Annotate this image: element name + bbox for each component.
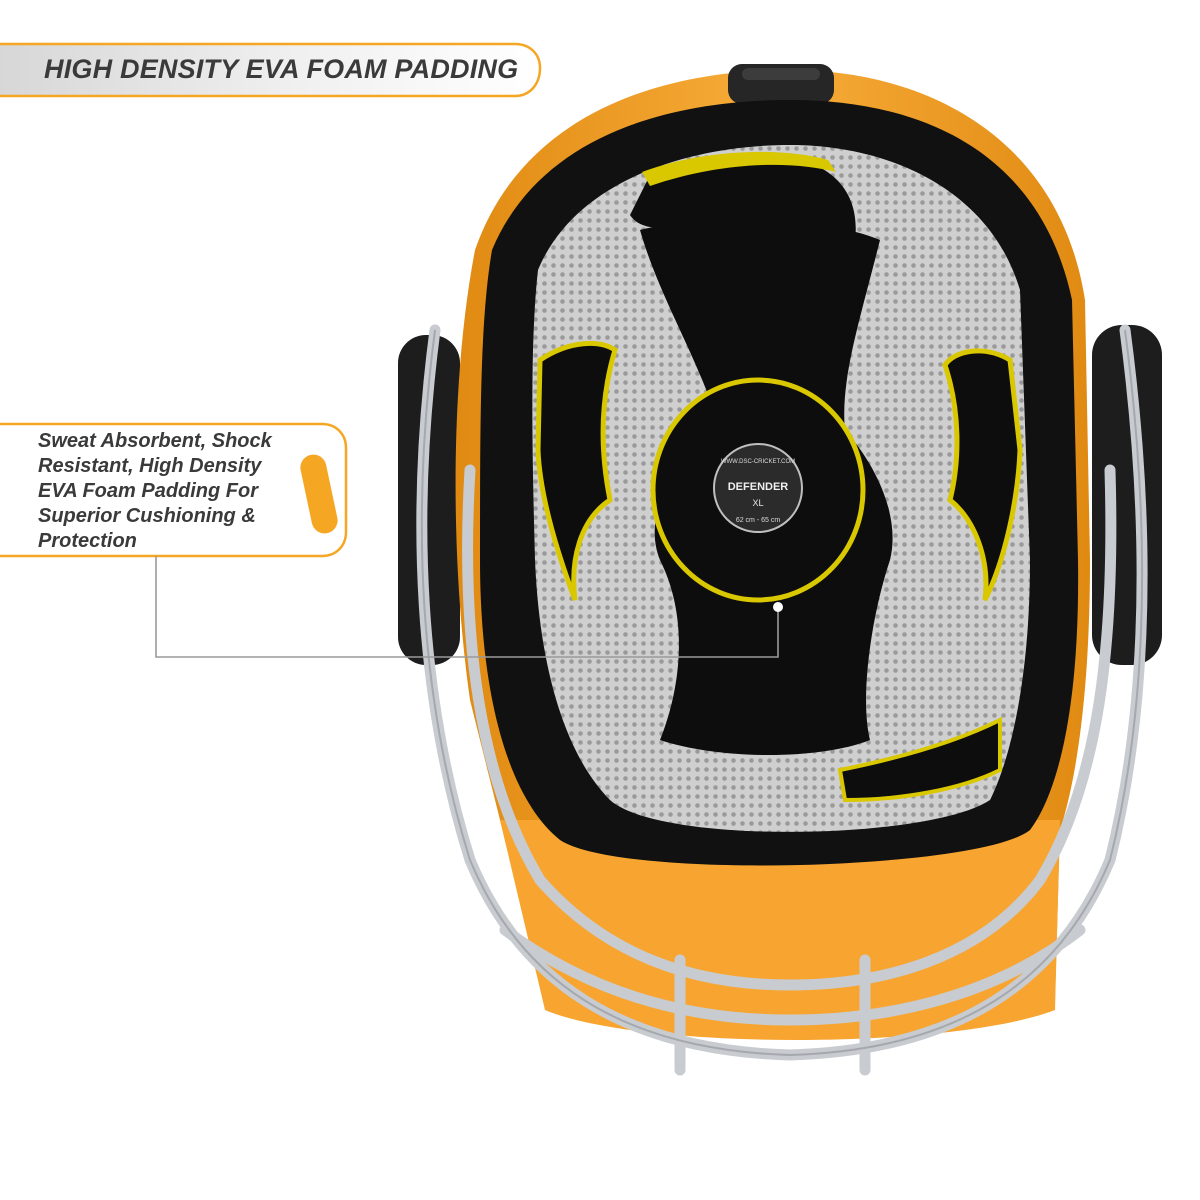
badge-range: 62 cm - 65 cm [736,517,781,524]
bottom-foam-pad [837,716,1002,803]
top-foam-pad [630,155,856,265]
callout-line: Protection [38,530,137,552]
badge-url: WWW.DSC-CRICKET.COM [721,459,795,465]
right-foam-pad [942,348,1023,602]
helmet-peak [500,820,1060,1040]
heading-banner [0,42,542,98]
callout-accent-pill [300,454,338,534]
callout-line: Resistant, High Density [38,455,262,477]
page-title: HIGH DENSITY EVA FOAM PADDING [44,54,519,84]
size-badge: WWW.DSC-CRICKET.COM DEFENDER XL 62 cm - … [713,443,803,533]
badge-model: DEFENDER [728,481,789,493]
feature-callout-text: Sweat Absorbent, Shock Resistant, High D… [38,429,313,554]
left-foam-pad [535,340,618,601]
badge-size: XL [752,498,763,508]
callout-line: Sweat Absorbent, Shock [38,430,272,452]
feature-callout-box [0,422,348,558]
callout-line: EVA Foam Padding For [38,480,259,502]
callout-line: Superior Cushioning & [38,505,256,527]
